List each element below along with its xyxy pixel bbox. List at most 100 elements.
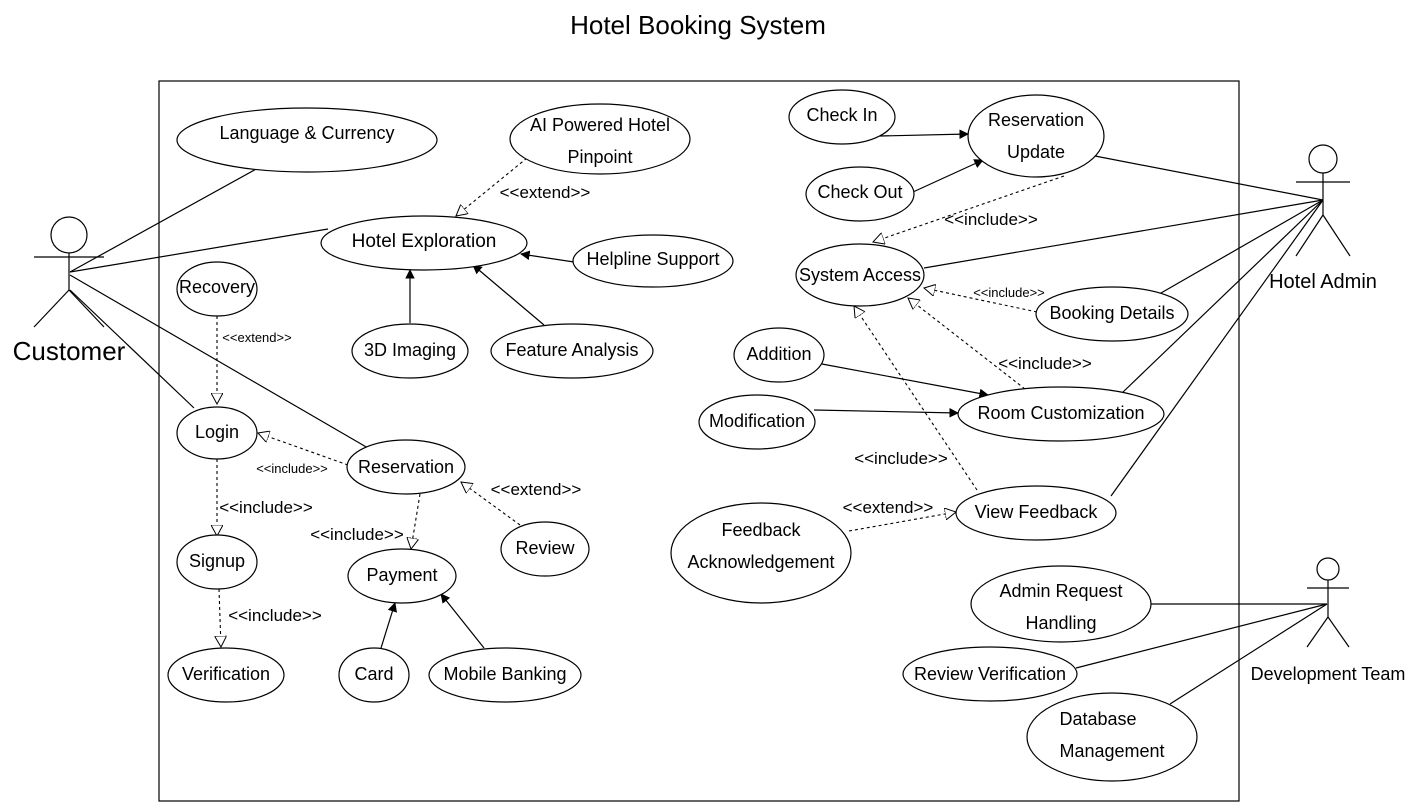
uc-ai-pinpoint-label-2: Pinpoint xyxy=(567,147,632,167)
uc-verification xyxy=(167,647,285,703)
uc-hotel-exploration xyxy=(320,215,528,271)
assoc-admin-booking xyxy=(1153,199,1324,298)
uc-hotel-exploration-label: Hotel Exploration xyxy=(352,231,497,252)
uc-signup xyxy=(176,534,258,590)
uc-database-management-label-1: Database xyxy=(1059,709,1136,729)
actor-development-team xyxy=(1306,557,1350,648)
label-include-resupdate: <<include>> xyxy=(944,210,1038,229)
uc-recovery xyxy=(176,261,258,317)
gen-checkin-resupdate xyxy=(879,129,969,139)
uc-addition-label: Addition xyxy=(746,344,811,364)
gen-addition-room xyxy=(821,363,989,399)
uc-recovery-label: Recovery xyxy=(179,277,255,297)
uc-reservation xyxy=(346,439,466,495)
uc-feedback-ack-label-2: Acknowledgement xyxy=(687,552,834,572)
dep-feedback-systemaccess xyxy=(854,306,978,491)
dep-booking-systemaccess xyxy=(924,288,1038,313)
assoc-dev-database xyxy=(1169,603,1328,705)
uc-payment-label: Payment xyxy=(366,565,437,585)
label-include-signup-verification: <<include>> xyxy=(228,606,322,625)
uc-check-in xyxy=(788,89,896,145)
assoc-customer-reservation xyxy=(69,274,369,449)
dep-signup-verification xyxy=(219,588,221,647)
label-include-booking: <<include>> xyxy=(973,285,1045,300)
uc-review-label: Review xyxy=(515,538,575,558)
uc-mobile-banking-label: Mobile Banking xyxy=(443,664,566,684)
system-boundary xyxy=(158,80,1240,802)
uc-mobile-banking xyxy=(428,647,582,703)
label-include-feedback: <<include>> xyxy=(854,449,948,468)
uc-addition xyxy=(733,327,825,383)
gen-card-payment xyxy=(380,602,398,649)
uc-feature-analysis xyxy=(490,323,654,379)
uc-check-out-label: Check Out xyxy=(817,182,902,202)
uc-check-out xyxy=(805,166,915,222)
gen-checkout-resupdate xyxy=(912,159,984,193)
uc-ai-pinpoint-label-1: AI Powered Hotel xyxy=(530,115,670,135)
dep-review-reservation xyxy=(461,482,521,526)
uc-3d-imaging-label: 3D Imaging xyxy=(364,340,456,360)
uc-helpline-support xyxy=(572,234,734,288)
uc-card xyxy=(338,647,410,703)
gen-feature-exploration xyxy=(472,264,545,326)
dep-room-systemaccess xyxy=(908,298,1026,390)
uc-helpline-support-label: Helpline Support xyxy=(586,249,719,269)
uc-reservation-label: Reservation xyxy=(358,457,454,477)
uc-payment xyxy=(347,548,457,604)
uc-room-customization-label: Room Customization xyxy=(977,403,1144,423)
assoc-admin-systemaccess xyxy=(923,199,1324,269)
uc-feedback-ack-label-1: Feedback xyxy=(721,520,801,540)
gen-modification-room xyxy=(813,408,959,418)
diagram-title: Hotel Booking System xyxy=(570,10,826,40)
label-include-login-signup: <<include>> xyxy=(219,498,313,517)
uc-feedback-ack xyxy=(670,502,852,604)
uc-review xyxy=(500,521,590,577)
assoc-customer-login xyxy=(69,289,195,409)
uc-room-customization xyxy=(957,386,1165,442)
uc-login-label: Login xyxy=(195,422,239,442)
uc-booking-details-label: Booking Details xyxy=(1049,303,1174,323)
assoc-customer-language xyxy=(69,167,259,273)
uc-modification xyxy=(698,394,816,450)
uc-modification-label: Modification xyxy=(709,411,805,431)
uc-language-currency xyxy=(176,107,438,173)
uc-3d-imaging xyxy=(351,323,469,379)
uc-signup-label: Signup xyxy=(189,551,245,571)
dep-resupdate-systemaccess xyxy=(873,175,1065,242)
uc-database-management-label-2: Management xyxy=(1059,741,1164,761)
uc-reservation-update xyxy=(967,94,1105,178)
assoc-admin-resupdate xyxy=(1094,155,1324,201)
uc-feature-analysis-label: Feature Analysis xyxy=(505,340,638,360)
uc-admin-request-label-2: Handling xyxy=(1025,613,1096,633)
label-include-login-reservation: <<include>> xyxy=(256,461,328,476)
uc-database-management xyxy=(1026,692,1198,782)
uc-card-label: Card xyxy=(354,664,393,684)
label-extend-recovery: <<extend>> xyxy=(222,330,291,345)
gen-helpline-exploration xyxy=(520,250,575,263)
assoc-admin-room xyxy=(1121,199,1324,394)
label-include-room: <<include>> xyxy=(998,354,1092,373)
assoc-admin-feedback xyxy=(1110,199,1324,497)
uc-view-feedback xyxy=(955,485,1117,541)
label-extend-ai: <<extend>> xyxy=(500,183,591,202)
uc-verification-label: Verification xyxy=(182,664,270,684)
gen-mobile-payment xyxy=(440,593,485,649)
actor-hotel-admin xyxy=(1295,144,1351,257)
uc-system-access-label: System Access xyxy=(799,265,921,285)
actor-customer xyxy=(33,216,105,328)
actor-customer-label: Customer xyxy=(13,336,126,366)
uc-ai-pinpoint xyxy=(509,103,691,175)
uc-language-currency-label: Language & Currency xyxy=(219,123,394,143)
uc-booking-details xyxy=(1035,286,1189,342)
uc-check-in-label: Check In xyxy=(806,105,877,125)
uc-reservation-update-label-1: Reservation xyxy=(988,110,1084,130)
assoc-dev-reviewverif xyxy=(1075,603,1328,669)
dep-reservation-login xyxy=(258,433,349,466)
actor-development-team-label: Development Team xyxy=(1251,664,1406,684)
label-extend-feedback: <<extend>> xyxy=(843,498,934,517)
uc-reservation-update-label-2: Update xyxy=(1007,142,1065,162)
label-include-reservation-payment: <<include>> xyxy=(310,525,404,544)
uc-system-access xyxy=(795,243,925,307)
uc-view-feedback-label: View Feedback xyxy=(975,502,1099,522)
